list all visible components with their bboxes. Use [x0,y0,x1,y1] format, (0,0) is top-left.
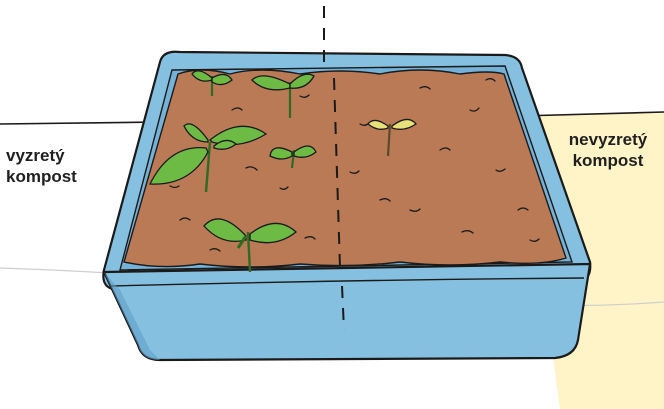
label-mature-compost-line2: kompost [6,166,116,187]
label-mature-compost-line1: vyzretý [6,145,116,166]
horizon-line-left [0,122,160,124]
label-immature-compost: nevyzretý kompost [554,129,662,171]
label-mature-compost: vyzretý kompost [6,145,116,187]
label-immature-compost-line1: nevyzretý [554,129,662,150]
label-immature-compost-line2: kompost [554,150,662,171]
